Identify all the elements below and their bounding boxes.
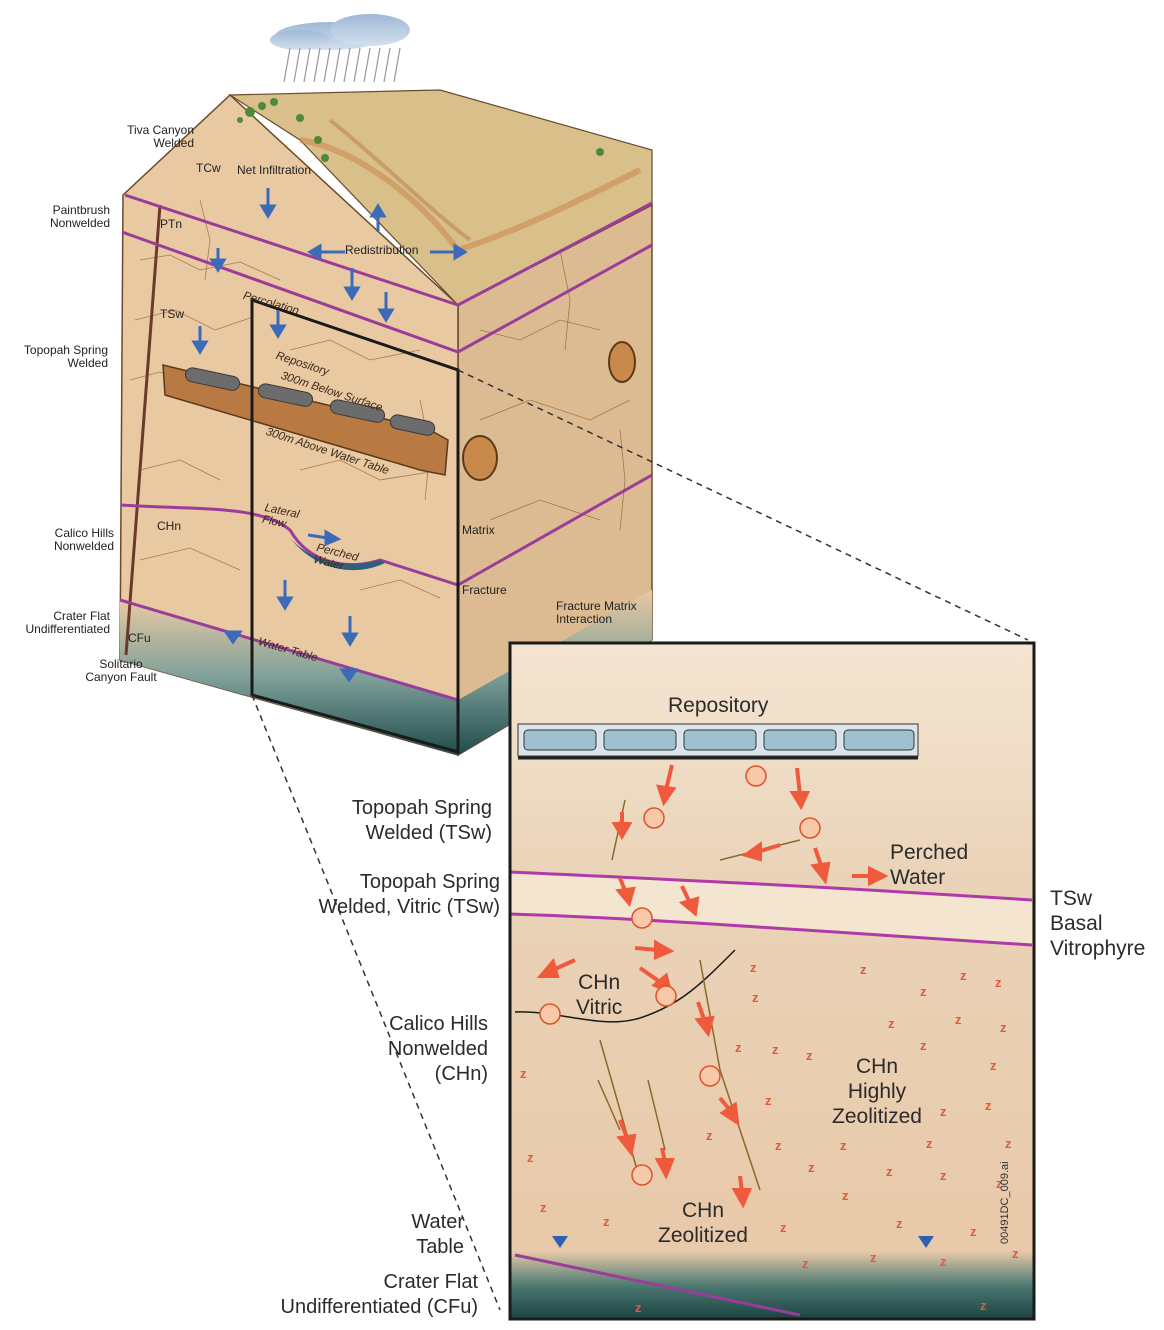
svg-text:z: z <box>750 960 757 975</box>
label-matrix: Matrix <box>462 524 495 537</box>
label-chn: CHn <box>157 520 181 533</box>
svg-text:z: z <box>960 968 967 983</box>
svg-text:z: z <box>808 1160 815 1175</box>
svg-text:z: z <box>635 1300 642 1315</box>
svg-text:z: z <box>520 1066 527 1081</box>
file-id: 00491DC_009.ai <box>1000 1134 1012 1244</box>
left-label-cfu: Crater Flat Undifferentiated (CFu) <box>232 1270 478 1320</box>
svg-text:z: z <box>920 984 927 999</box>
detail-chn-highly: CHn Highly Zeolitized <box>822 1054 932 1130</box>
svg-text:z: z <box>870 1250 877 1265</box>
svg-text:z: z <box>980 1298 987 1313</box>
svg-text:z: z <box>802 1256 809 1271</box>
svg-text:z: z <box>840 1138 847 1153</box>
svg-text:z: z <box>940 1168 947 1183</box>
label-cfu: CFu <box>128 632 151 645</box>
svg-text:z: z <box>888 1016 895 1031</box>
svg-text:z: z <box>1012 1246 1019 1261</box>
label-tcw: TCw <box>196 162 221 175</box>
svg-text:z: z <box>940 1104 947 1119</box>
svg-text:z: z <box>765 1093 772 1108</box>
label-solitario: Solitario Canyon Fault <box>76 658 166 683</box>
rain-cloud-icon <box>270 14 410 82</box>
detail-chn-vitric: CHn Vitric <box>576 970 622 1020</box>
detail-tsw-basal: TSw Basal Vitrophyre <box>1050 886 1145 962</box>
svg-text:z: z <box>752 990 759 1005</box>
svg-text:z: z <box>940 1254 947 1269</box>
left-label-water-table: Water Table <box>360 1210 464 1260</box>
svg-text:z: z <box>886 1164 893 1179</box>
svg-text:z: z <box>806 1048 813 1063</box>
svg-text:z: z <box>955 1012 962 1027</box>
label-tiva-canyon: Tiva Canyon Welded <box>80 124 194 149</box>
svg-text:z: z <box>775 1138 782 1153</box>
svg-text:z: z <box>970 1224 977 1239</box>
svg-text:z: z <box>842 1188 849 1203</box>
svg-text:z: z <box>772 1042 779 1057</box>
label-crater: Crater Flat Undifferentiated <box>4 610 110 635</box>
svg-text:z: z <box>1000 1020 1007 1035</box>
label-ptn: PTn <box>160 218 182 231</box>
detail-perched-water: Perched Water <box>890 840 968 890</box>
label-tsw: TSw <box>160 308 184 321</box>
left-label-chn: Calico Hills Nonwelded (CHn) <box>330 1012 488 1087</box>
label-topopah: Topopah Spring Welded <box>2 344 108 369</box>
svg-text:z: z <box>527 1150 534 1165</box>
label-paintbrush: Paintbrush Nonwelded <box>20 204 110 229</box>
svg-text:z: z <box>540 1200 547 1215</box>
svg-text:z: z <box>990 1058 997 1073</box>
svg-text:z: z <box>985 1098 992 1113</box>
label-redistribution: Redistribution <box>345 244 418 257</box>
drift-opening-upper <box>609 342 635 382</box>
detail-repository: Repository <box>668 693 768 718</box>
label-fracture-matrix: Fracture Matrix Interaction <box>556 600 637 625</box>
svg-text:z: z <box>896 1216 903 1231</box>
label-fracture: Fracture <box>462 584 507 597</box>
drift-opening-lower <box>463 436 497 480</box>
svg-text:z: z <box>603 1214 610 1229</box>
svg-text:z: z <box>920 1038 927 1053</box>
svg-text:z: z <box>995 975 1002 990</box>
svg-text:z: z <box>706 1128 713 1143</box>
label-calico: Calico Hills Nonwelded <box>20 527 114 552</box>
left-label-tsw: Topopah Spring Welded (TSw) <box>296 796 492 846</box>
left-label-tsw-vitric: Topopah Spring Welded, Vitric (TSw) <box>270 870 500 920</box>
detail-chn-zeolitized: CHn Zeolitized <box>650 1198 756 1248</box>
svg-text:z: z <box>735 1040 742 1055</box>
svg-text:z: z <box>860 962 867 977</box>
svg-text:z: z <box>926 1136 933 1151</box>
label-net-infiltration: Net Infiltration <box>237 164 311 177</box>
svg-text:z: z <box>780 1220 787 1235</box>
